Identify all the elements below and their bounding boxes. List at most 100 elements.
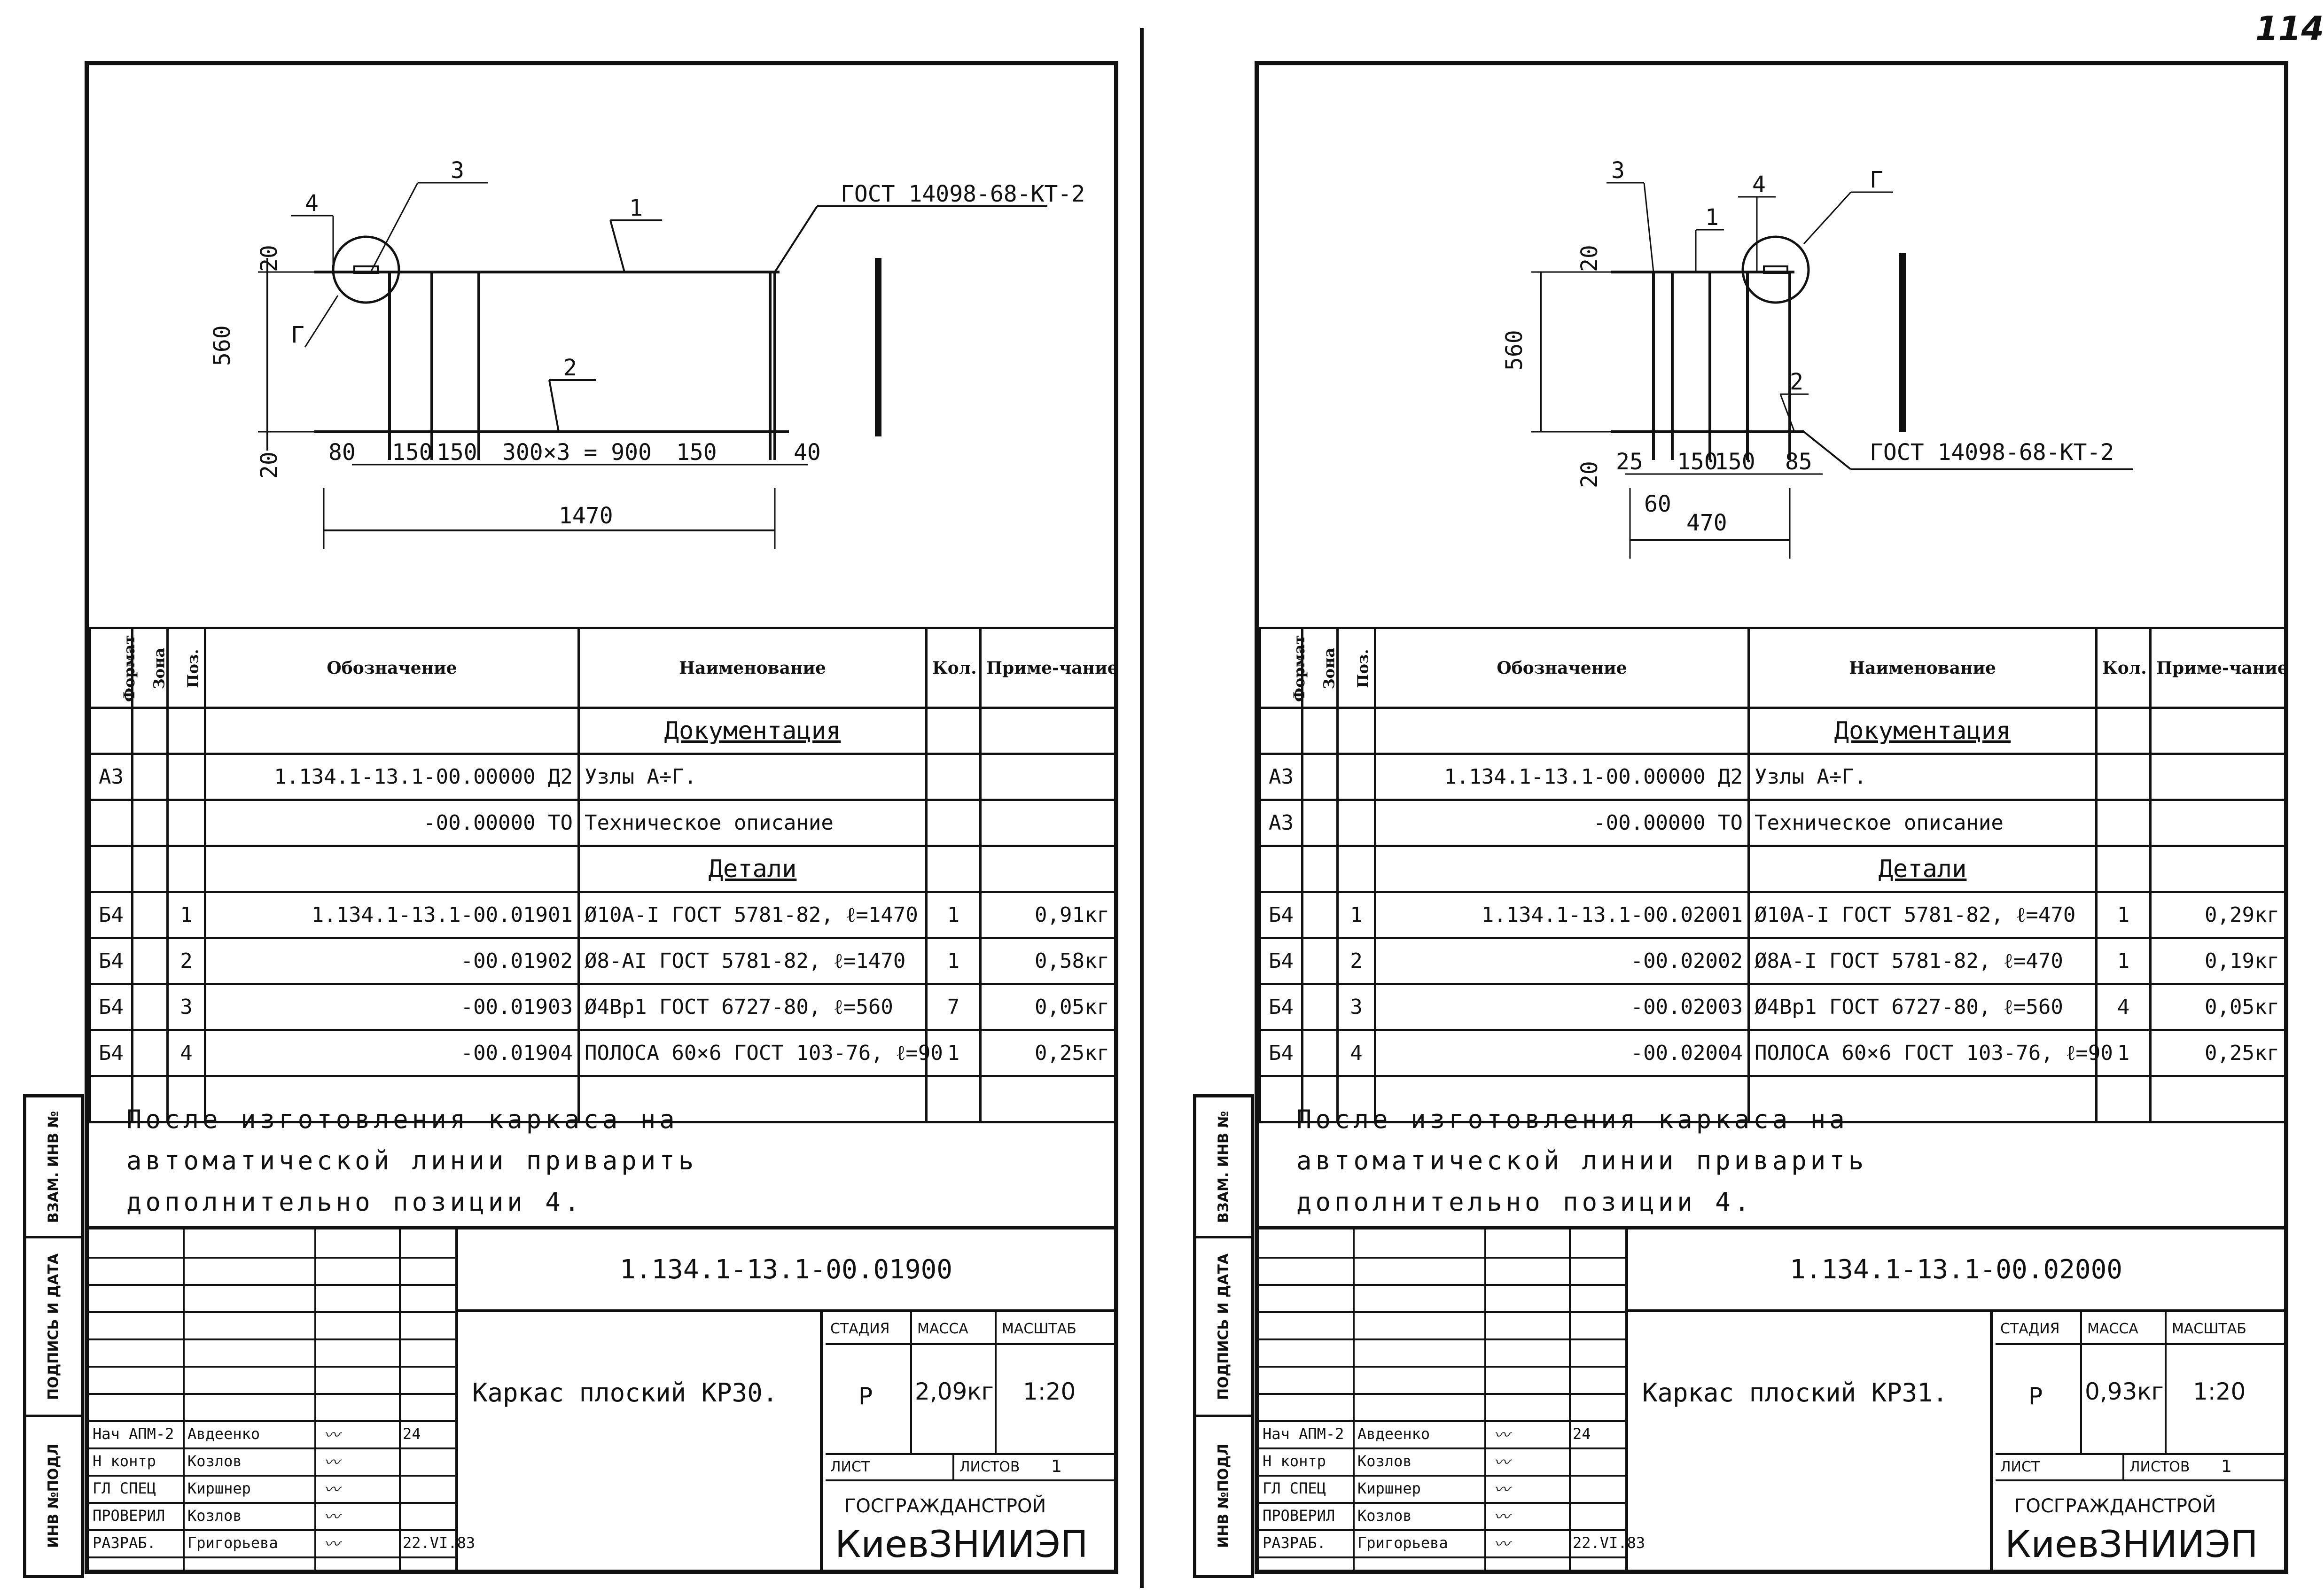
spec-note: 0,05кг <box>979 983 1116 1031</box>
spec-section-title: Детали <box>577 845 928 893</box>
scale-label: МАСШТАБ <box>1002 1321 1076 1337</box>
mass-value: 2,09кг <box>915 1378 994 1405</box>
side-stamp: ВЗАМ. ИНВ № ПОДПИСЬ И ДАТА ИНВ №ПОДЛ <box>1193 1094 1254 1578</box>
col-note: Приме-чание <box>2149 627 2288 709</box>
dim-900: 300×3 = 900 <box>502 439 652 466</box>
signature-scribble: 〰 <box>324 1508 340 1526</box>
callout-2: 2 <box>563 355 577 381</box>
spec-qty: 1 <box>925 1029 982 1077</box>
spec-name: Ø4Вр1 ГОСТ 6727-80, ℓ=560 <box>577 983 928 1031</box>
spec-qty: 1 <box>925 891 982 939</box>
spec-row: Детали <box>89 845 1116 893</box>
signer-role: ПРОВЕРИЛ <box>1263 1507 1335 1525</box>
signer-role: Нач АПМ-2 <box>93 1425 174 1443</box>
spec-zone <box>131 1029 169 1077</box>
sheet-label: ЛИСТ <box>2000 1459 2040 1475</box>
dim-150-b: 150 <box>437 439 477 466</box>
signer-name: Козлов <box>1357 1452 1412 1470</box>
spec-section-title: Документация <box>1747 707 2098 755</box>
col-qty: Кол. <box>2095 627 2152 709</box>
spec-designation <box>1374 1075 1750 1123</box>
scale-value: 1:20 <box>1023 1378 1076 1405</box>
spec-note: 0,25кг <box>2149 1029 2286 1077</box>
col-name: Наименование <box>1747 627 2098 709</box>
spec-designation: -00.00000 ТО <box>1374 799 1750 847</box>
scale-value: 1:20 <box>2193 1378 2246 1405</box>
spec-designation: -00.02004 <box>1374 1029 1750 1077</box>
signer-role: РАЗРАБ. <box>93 1534 156 1552</box>
spec-qty <box>2095 1075 2152 1123</box>
spec-designation <box>204 1075 580 1123</box>
institute-name: КиевЗНИИЭП <box>2005 1524 2258 1566</box>
spec-zone <box>131 983 169 1031</box>
note-line: дополнительно позиции 4. <box>1296 1187 1754 1217</box>
sheet-divider <box>1140 28 1144 1588</box>
spec-designation: 1.134.1-13.1-00.01901 <box>204 891 580 939</box>
spec-designation: -00.00000 ТО <box>204 799 580 847</box>
spec-name: ПОЛОСА 60×6 ГОСТ 103-76, ℓ=90 <box>1747 1029 2113 1077</box>
mass-label: МАССА <box>2087 1321 2138 1337</box>
sheets-label: ЛИСТОВ <box>959 1459 1020 1475</box>
signer-role: Н контр <box>93 1452 156 1470</box>
callout-g: Г <box>1870 167 1883 193</box>
signer-date: 22.VI.83 <box>1573 1534 1646 1552</box>
side-stamp-label: ПОДПИСЬ И ДАТА <box>45 1253 62 1400</box>
scale-label: МАСШТАБ <box>2172 1321 2246 1337</box>
spec-name: Техническое описание <box>577 799 928 847</box>
col-note: Приме-чание <box>979 627 1118 709</box>
signer-role: ПРОВЕРИЛ <box>93 1507 165 1525</box>
spec-row: Документация <box>1259 707 2286 755</box>
signer-row: РАЗРАБ.Григорьева〰22.VI.83 <box>89 1529 475 1556</box>
spec-designation: -00.01903 <box>204 983 580 1031</box>
spec-zone <box>1301 753 1339 801</box>
signer-name: Авдеенко <box>1357 1425 1430 1443</box>
welding-note: После изготовления каркаса на автоматиче… <box>126 1099 697 1223</box>
title-meta: СТАДИЯ МАССА МАСШТАБ Р 2,09кг 1:20 ЛИСТ … <box>826 1312 1114 1573</box>
mass-label: МАССА <box>917 1321 968 1337</box>
dim-40: 40 <box>794 439 821 466</box>
product-title: Каркас плоский КР30. <box>458 1312 823 1573</box>
spec-designation: -00.01902 <box>204 937 580 985</box>
mass-value: 0,93кг <box>2085 1378 2164 1405</box>
col-zone: Зона <box>1301 627 1339 709</box>
spec-note <box>979 799 1116 847</box>
signer-role: Нач АПМ-2 <box>1263 1425 1344 1443</box>
side-stamp-label: ИНВ №ПОДЛ <box>1215 1444 1232 1548</box>
note-line: После изготовления каркаса на <box>126 1105 678 1134</box>
dim-560: 560 <box>209 325 235 366</box>
spec-note <box>2149 1075 2286 1123</box>
spec-pos: 1 <box>166 891 206 939</box>
spec-format: А3 <box>1259 753 1303 801</box>
organization-name: ГОСГРАЖДАНСТРОЙ <box>844 1495 1046 1517</box>
spec-pos <box>166 1075 206 1123</box>
dim-60: 60 <box>1644 491 1671 517</box>
frame-drawing: 560 20 20 25 150 150 85 60 470 1 2 3 4 Г… <box>1259 65 2284 629</box>
spec-row <box>89 1075 1116 1123</box>
sheets-label: ЛИСТОВ <box>2129 1459 2190 1475</box>
page-number: 114 <box>2255 9 2324 48</box>
spec-note <box>979 1075 1116 1123</box>
spec-note <box>979 753 1116 801</box>
spec-pos: 1 <box>1336 891 1376 939</box>
spec-qty: 4 <box>2095 983 2152 1031</box>
callout-1: 1 <box>1705 204 1719 231</box>
note-line: После изготовления каркаса на <box>1296 1105 1848 1134</box>
spec-name <box>1747 1075 2098 1123</box>
spec-format: Б4 <box>89 983 133 1031</box>
spec-designation: 1.134.1-13.1-00.00000 Д2 <box>1374 753 1750 801</box>
spec-pos <box>166 799 206 847</box>
spec-name: Ø10A-I ГОСТ 5781-82, ℓ=470 <box>1747 891 2098 939</box>
spec-row <box>1259 1075 2286 1123</box>
sheets-value: 1 <box>2221 1457 2232 1476</box>
spec-note: 0,05кг <box>2149 983 2286 1031</box>
signer-role: Н контр <box>1263 1452 1326 1470</box>
